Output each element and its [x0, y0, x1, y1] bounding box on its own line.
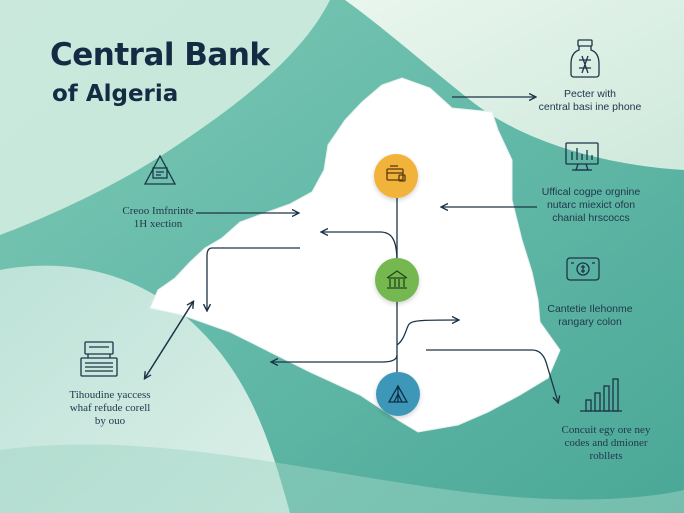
bar-chart-icon	[580, 378, 622, 412]
top-node	[374, 154, 418, 198]
label-right-lower: Concuit egy ore ney codes and dmioner ro…	[561, 424, 651, 462]
page-title: Central Bank	[50, 37, 270, 73]
label-top-right: Pecter with central basi ine phone	[538, 88, 642, 113]
page-subtitle: of Algeria	[52, 81, 179, 107]
card-icon	[386, 165, 406, 182]
label-right-middle: Cantetie Ilehonme rangary colon	[547, 303, 633, 328]
building-icon	[386, 270, 408, 289]
cash-register-icon	[566, 257, 600, 281]
warning-monitor-icon	[143, 154, 177, 185]
label-right-upper: Uffical cogpe orgnine nutarc miexict ofo…	[541, 186, 641, 224]
label-left-middle: Creoo Imfnrinte 1H xection	[122, 205, 194, 230]
bank-jar-icon	[570, 39, 600, 78]
label-left-lower: Tihoudine yaccess whaf refude corell by …	[69, 389, 151, 427]
payment-terminal-icon	[80, 341, 118, 377]
tent-icon	[387, 384, 409, 403]
computer-monitor-icon	[565, 142, 599, 171]
bottom-node	[376, 372, 420, 416]
middle-node	[375, 258, 419, 302]
